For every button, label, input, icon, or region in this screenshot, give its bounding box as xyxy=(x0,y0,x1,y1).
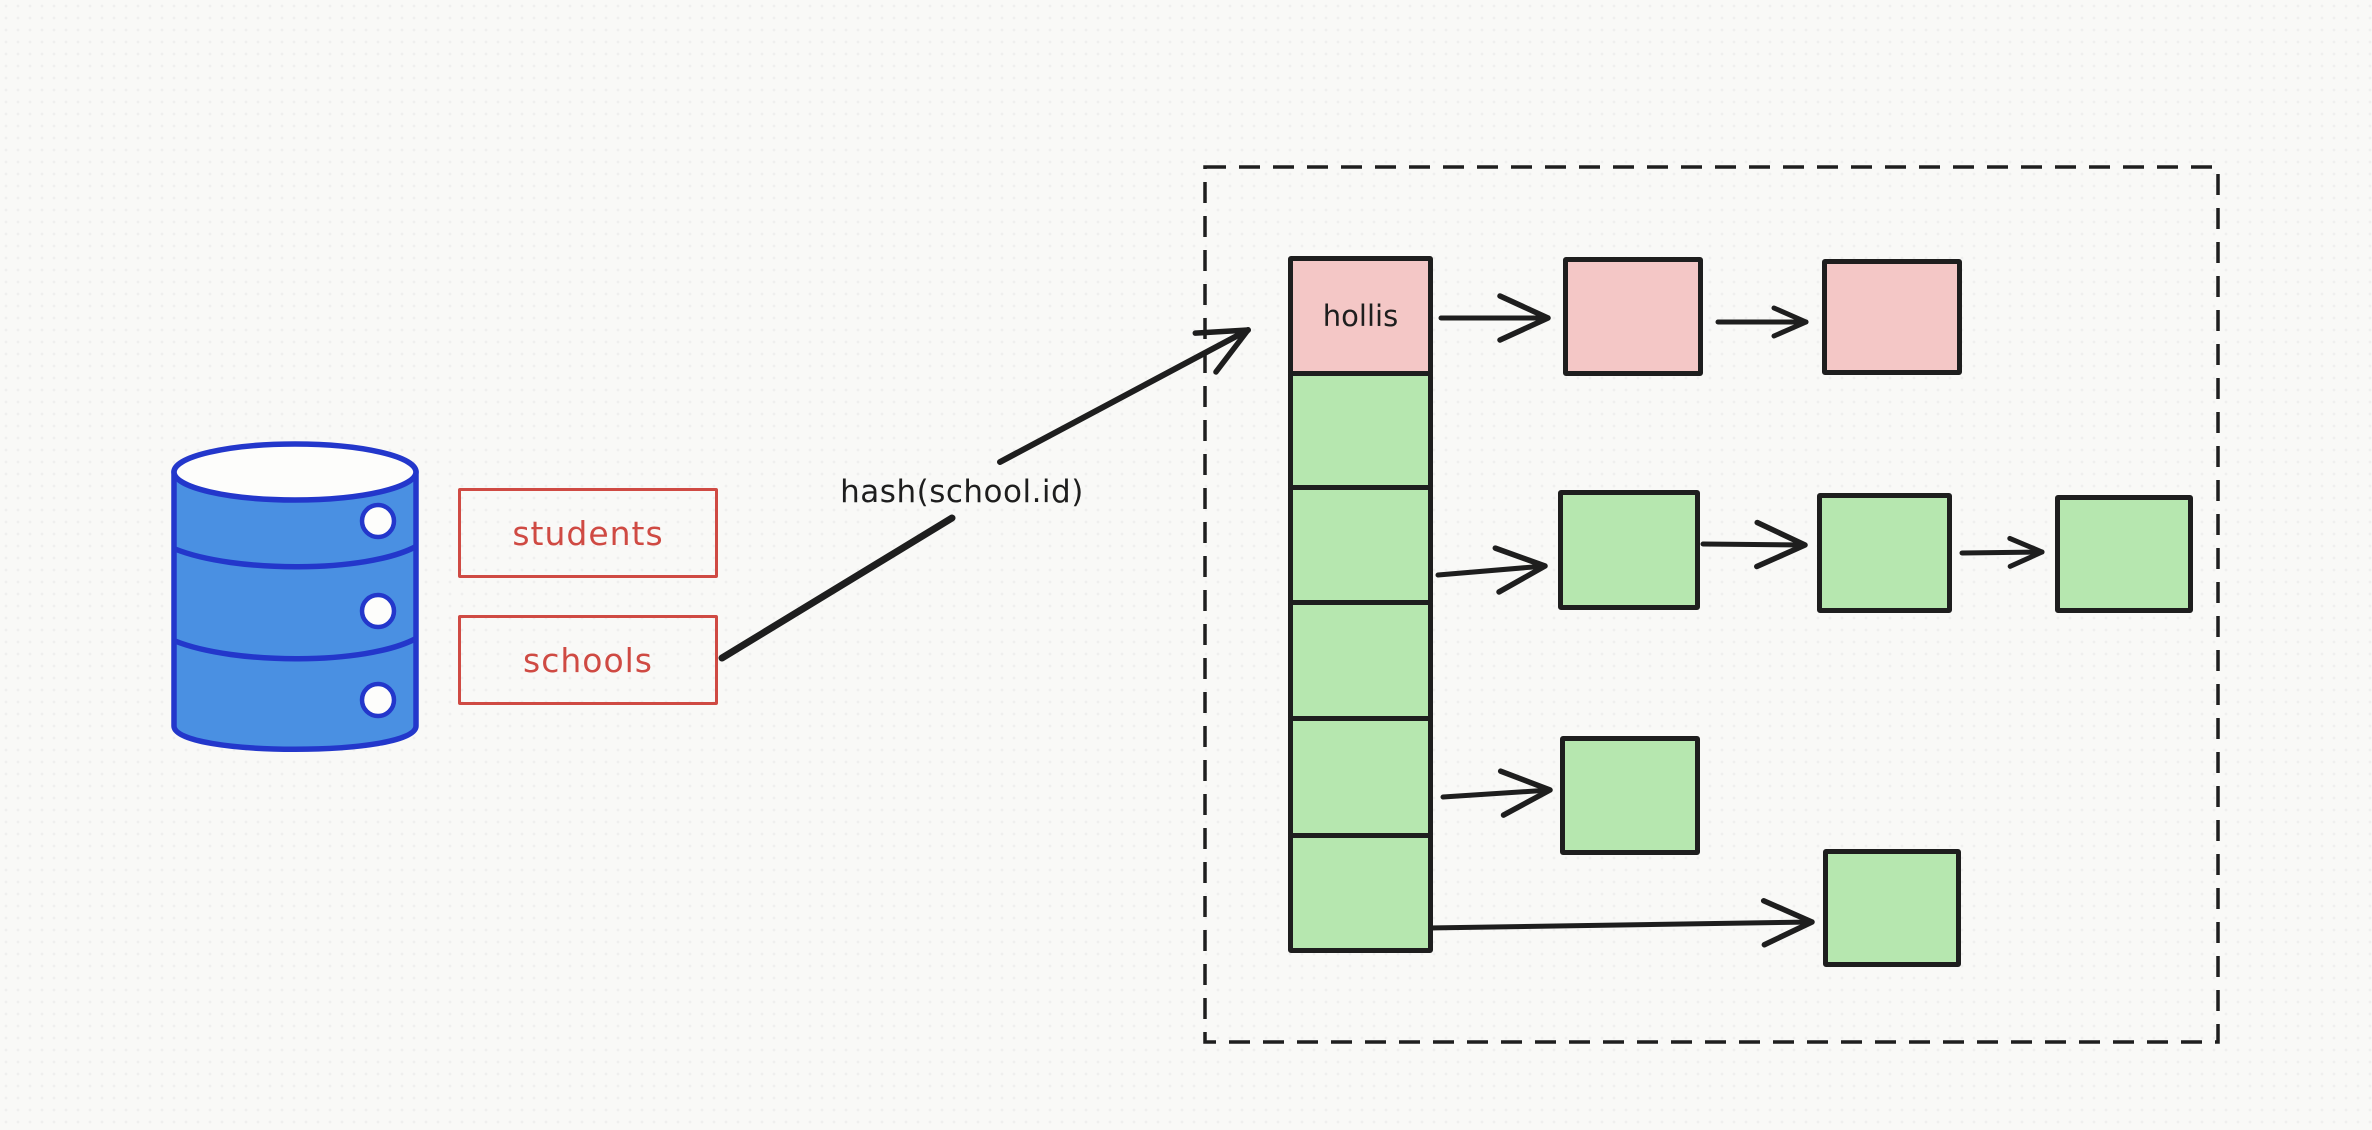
chain-node-hollis-1[interactable] xyxy=(1563,257,1703,376)
chain-node-row2-2[interactable] xyxy=(1817,493,1952,613)
table-box-students[interactable]: students xyxy=(458,488,718,578)
arrow-bucket3-to-node1[interactable] xyxy=(1435,545,1548,595)
database-hole-icon xyxy=(359,592,397,630)
database-divider xyxy=(172,636,418,662)
bucket-label: hollis xyxy=(1322,299,1399,333)
arrow-row2-node1-to-node2[interactable] xyxy=(1700,519,1808,570)
arrow-bucket5-to-node[interactable] xyxy=(1440,768,1553,818)
table-box-schools[interactable]: schools xyxy=(458,615,718,705)
database-icon[interactable] xyxy=(171,441,419,752)
bucket-cell-4[interactable] xyxy=(1288,600,1433,721)
bucket-cell-5[interactable] xyxy=(1288,716,1433,838)
bucket-cell-6[interactable] xyxy=(1288,833,1433,953)
database-top-opening xyxy=(171,441,419,503)
arrow-tail xyxy=(718,514,956,662)
database-divider xyxy=(172,544,418,570)
chain-node-row3-1[interactable] xyxy=(1560,736,1700,855)
database-hole-icon xyxy=(359,681,397,719)
chain-node-row2-1[interactable] xyxy=(1558,490,1700,610)
hash-function-text: hash(school.id) xyxy=(840,474,1084,510)
arrow-bucket6-to-node[interactable] xyxy=(1425,898,1815,948)
hash-function-label: hash(school.id) xyxy=(812,470,1112,514)
arrow-head-segment xyxy=(997,327,1251,465)
hash-table-region-border[interactable] xyxy=(1203,165,2220,1044)
table-label-schools: schools xyxy=(523,640,653,680)
bucket-cell-hollis[interactable]: hollis xyxy=(1288,256,1433,376)
arrow-schools-to-bucket[interactable] xyxy=(718,327,1251,662)
arrow-row2-node2-to-node3[interactable] xyxy=(1959,535,2045,569)
chain-node-row2-3[interactable] xyxy=(2055,495,2193,613)
database-hole-icon xyxy=(359,502,397,540)
bucket-cell-2[interactable] xyxy=(1288,371,1433,490)
table-label-students: students xyxy=(512,513,664,553)
bucket-cell-3[interactable] xyxy=(1288,485,1433,605)
chain-node-row4-1[interactable] xyxy=(1823,849,1961,967)
chain-node-hollis-2[interactable] xyxy=(1822,259,1962,375)
